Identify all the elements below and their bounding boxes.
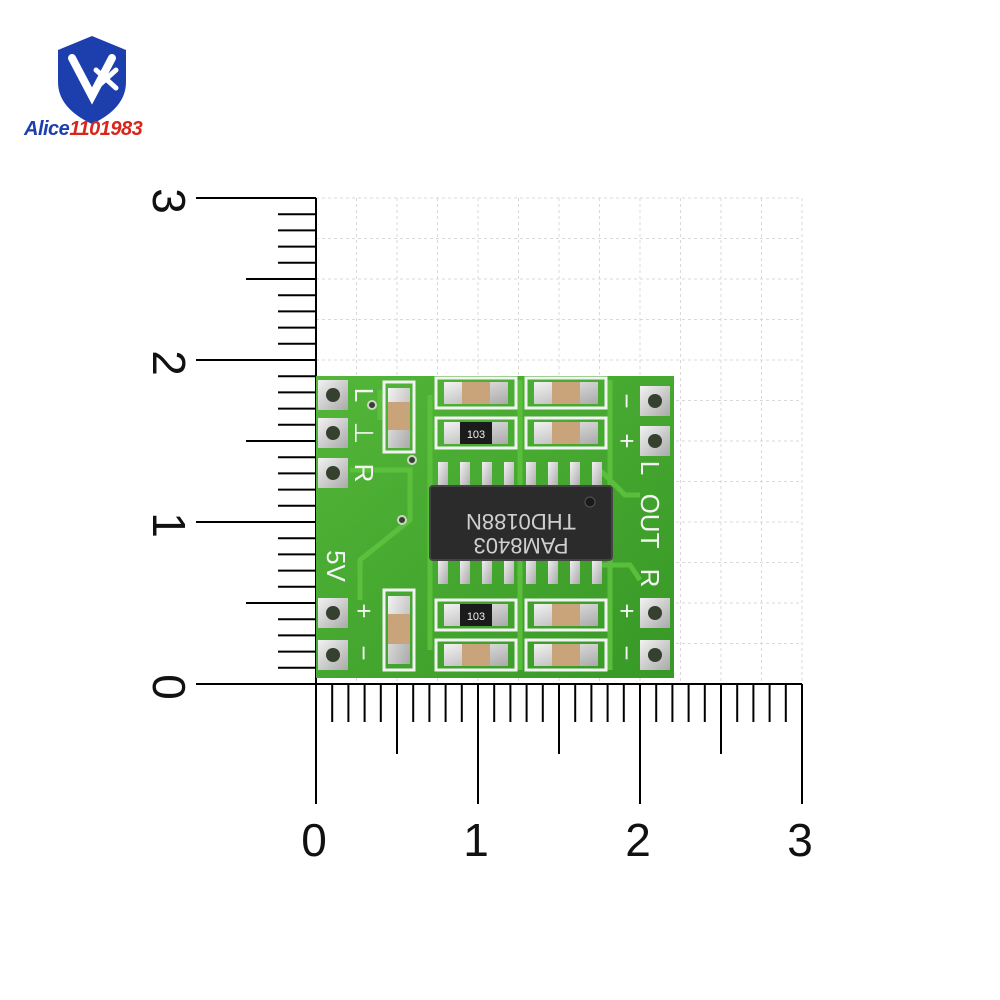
ic-pin	[438, 558, 448, 584]
ic-pin	[526, 462, 536, 488]
ic-pin	[482, 462, 492, 488]
ruler-y-labels: 0 1 2 3	[143, 188, 195, 700]
right-pads	[640, 386, 670, 670]
chip-marking: PAM8403 THD0188N	[466, 509, 576, 558]
label-out-sign-3: −	[612, 645, 642, 660]
ic-pin	[438, 462, 448, 488]
resistor-label-bottom: 103	[467, 611, 485, 623]
vias	[367, 400, 417, 525]
label-r: R	[349, 464, 379, 483]
brand-name-part-b: 1101983	[69, 118, 143, 140]
chip-pin1-dot	[584, 496, 596, 508]
label-l: L	[349, 388, 379, 402]
ic-pin	[548, 558, 558, 584]
label-out-l: L	[635, 461, 665, 475]
label-out-sign-1: +	[612, 433, 642, 448]
ruler-x-label-2: 2	[625, 814, 651, 866]
component-outlines	[382, 376, 608, 672]
left-pads	[318, 380, 348, 670]
ic-pin	[504, 462, 514, 488]
brand-name: Alice1101983	[24, 118, 143, 141]
label-out-sign-0: −	[612, 393, 642, 408]
label-plus: +	[349, 603, 379, 618]
label-out-word: OUT	[635, 494, 665, 549]
ruler-y-label-1: 1	[143, 512, 195, 538]
ruler-y-label-0: 0	[143, 674, 195, 700]
vertical-ruler	[196, 197, 317, 685]
ic-pin	[592, 558, 602, 584]
ruler-x-label-1: 1	[463, 814, 489, 866]
brand-logo	[58, 36, 126, 124]
silkscreen-right: − + L OUT R + −	[612, 393, 665, 660]
chip-line-1: PAM8403	[474, 533, 569, 558]
ruler-x-label-0: 0	[301, 814, 327, 866]
horizontal-ruler	[315, 683, 803, 804]
ic-pin	[570, 462, 580, 488]
brand-name-part-a: Alice	[24, 118, 70, 140]
resistors: 103 103	[444, 422, 508, 626]
ruler-x-label-3: 3	[787, 814, 813, 866]
ic-pin	[592, 462, 602, 488]
ic-pin	[460, 558, 470, 584]
ic-pin	[504, 558, 514, 584]
ic-pins	[438, 462, 602, 584]
label-out-r: R	[635, 569, 665, 588]
shield-icon	[58, 36, 126, 124]
ic-pin	[482, 558, 492, 584]
amplifier-board: L ⊥ R 5V + − − + L OUT R + −	[316, 376, 674, 678]
resistor-label-top: 103	[467, 429, 485, 441]
label-out-sign-2: +	[612, 603, 642, 618]
silkscreen-left: L ⊥ R 5V + −	[321, 388, 379, 661]
ruler-y-label-2: 2	[143, 350, 195, 376]
pam8403-chip	[430, 486, 612, 560]
capacitors	[388, 382, 598, 666]
ruler-y-label-3: 3	[143, 188, 195, 214]
ic-pin	[460, 462, 470, 488]
ruler-x-labels: 0 1 2 3	[301, 814, 813, 866]
ic-pin	[570, 558, 580, 584]
label-minus: −	[349, 645, 379, 660]
label-gnd: ⊥	[349, 422, 379, 445]
chip-line-2: THD0188N	[466, 509, 576, 534]
ic-pin	[526, 558, 536, 584]
label-5v: 5V	[321, 550, 351, 582]
ic-pin	[548, 462, 558, 488]
